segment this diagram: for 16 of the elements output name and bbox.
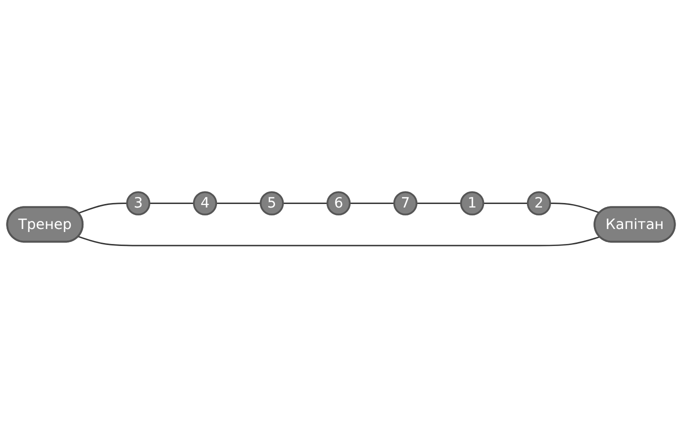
- node-circle: 4: [192, 191, 218, 216]
- connector: [416, 202, 461, 204]
- connector: [149, 202, 194, 204]
- connector: [283, 202, 328, 204]
- node-circle: 2: [526, 191, 552, 216]
- connector: [78, 236, 600, 246]
- connector: [78, 202, 128, 214]
- connector: [483, 202, 528, 204]
- node-circle: 6: [326, 191, 351, 216]
- connector: [216, 202, 261, 204]
- node-circle: 3: [126, 191, 150, 216]
- node-circle: 7: [393, 191, 418, 216]
- connector: [550, 202, 600, 214]
- node-circle: 1: [460, 191, 484, 216]
- node-circle: 5: [260, 191, 284, 216]
- connector: [350, 202, 394, 204]
